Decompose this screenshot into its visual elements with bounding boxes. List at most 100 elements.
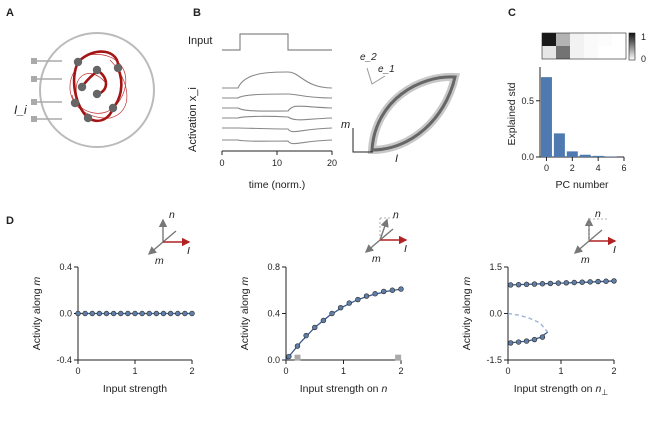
basis-e2: e_2	[360, 52, 377, 63]
vector-I-label: I	[404, 243, 407, 255]
time-tick-0: 0	[219, 158, 224, 168]
sim-point	[539, 334, 546, 340]
y-tick-label: 1.5	[489, 262, 502, 272]
y-axis-label: Activity along m	[461, 276, 473, 350]
panel-label-a: A	[6, 7, 14, 19]
bar	[605, 156, 617, 157]
vector-n-label: n	[169, 209, 175, 221]
sim-point	[110, 310, 117, 317]
vector-n-label: n	[393, 209, 399, 221]
neurons	[70, 57, 123, 123]
sim-point	[523, 281, 530, 288]
vector-m-label: m	[581, 254, 590, 266]
vector-inset-2: n m I	[364, 209, 408, 265]
sim-point	[132, 310, 138, 317]
sim-point	[118, 310, 124, 317]
heatmap-cell	[598, 46, 612, 59]
vector-m-label: m	[372, 253, 381, 265]
m-axis-ext	[588, 229, 603, 242]
sim-point	[125, 310, 131, 317]
time-tick-10: 10	[272, 158, 282, 168]
vector-n-label: n	[595, 208, 601, 220]
network-boundary	[39, 32, 155, 148]
sim-point	[103, 310, 110, 317]
x-axis-label: Input strength	[103, 383, 167, 395]
x-tick-label: 1	[132, 366, 137, 376]
panel-label-c: C	[508, 7, 516, 19]
heatmap-cell	[612, 33, 626, 46]
y-axis-label: Activity along m	[31, 276, 43, 350]
sim-point	[189, 310, 195, 317]
sim-point	[389, 287, 396, 293]
input-trace-panel: Input	[188, 33, 332, 51]
network-diagram: I_i	[14, 32, 155, 148]
y-tick-label: 0.4	[59, 262, 72, 272]
y-tick-label: 0.5	[521, 96, 534, 106]
sim-point	[547, 280, 554, 287]
sim-point	[96, 310, 103, 317]
x-tick-label: 6	[621, 163, 626, 173]
heatmap-cell	[542, 46, 556, 59]
n-vector	[379, 218, 389, 241]
vector-I-label: I	[187, 245, 190, 257]
sim-point	[515, 339, 522, 345]
y-axis-label: Activity along m	[239, 276, 251, 350]
sim-point	[153, 310, 160, 317]
input-step-trace	[222, 33, 332, 51]
sim-point	[75, 310, 81, 317]
bar	[553, 133, 565, 157]
y-axis-label: Explained std	[506, 82, 518, 145]
colorbar-tick-0: 0	[641, 54, 646, 64]
vector-inset-3: n m I	[573, 208, 617, 266]
y-tick-label: 0.0	[489, 309, 502, 319]
sim-point	[531, 336, 538, 343]
panel-label-b: B	[193, 7, 201, 19]
sim-point	[603, 278, 609, 284]
x-axis-label: Input strength on n⊥	[514, 383, 609, 397]
sim-point	[595, 278, 601, 285]
sim-point	[82, 310, 88, 317]
x-tick-label: 2	[570, 163, 575, 173]
x-axis-label: PC number	[555, 179, 609, 191]
heatmap-cell	[556, 33, 570, 46]
pc-loading-heatmap	[541, 32, 627, 60]
time-axis-label: time (norm.)	[249, 179, 306, 191]
x-tick-label: 0	[544, 163, 549, 173]
m-vector	[147, 241, 164, 255]
x-tick-label: 2	[611, 366, 616, 376]
input-squares	[31, 58, 37, 122]
bar	[566, 151, 578, 157]
sim-point	[175, 310, 181, 317]
vector-I-label: I	[613, 244, 616, 256]
x-tick-label: 4	[596, 163, 601, 173]
sim-point	[507, 282, 514, 288]
activation-trace-panel: Activation x_i 0 10 20 time (norm.)	[187, 71, 337, 191]
heatmap-cell	[570, 46, 584, 59]
colorbar-tick-1: 1	[641, 32, 646, 42]
x-tick-label: 1	[558, 366, 563, 376]
sim-point	[539, 281, 546, 287]
sim-point	[167, 310, 174, 317]
y-tick-label: 0.0	[59, 309, 72, 319]
y-tick-label: 0.0	[267, 355, 280, 365]
y-tick-label: 0.4	[267, 309, 280, 319]
loop-axes	[352, 128, 373, 153]
sim-point	[355, 296, 361, 303]
input-marker	[294, 354, 301, 361]
x-tick-label: 0	[505, 366, 510, 376]
m-vector	[364, 239, 381, 253]
input-trace-label: Input	[188, 35, 212, 47]
y-tick-label: 0.8	[267, 262, 280, 272]
sim-point	[523, 338, 530, 344]
basis-e1: e_1	[378, 64, 395, 75]
loop-m-label: m	[341, 119, 350, 131]
y-tick-label: -0.4	[56, 355, 72, 365]
sim-point	[294, 343, 301, 349]
sim-point	[381, 288, 387, 295]
sim-point	[182, 310, 188, 317]
sim-point	[160, 310, 167, 317]
